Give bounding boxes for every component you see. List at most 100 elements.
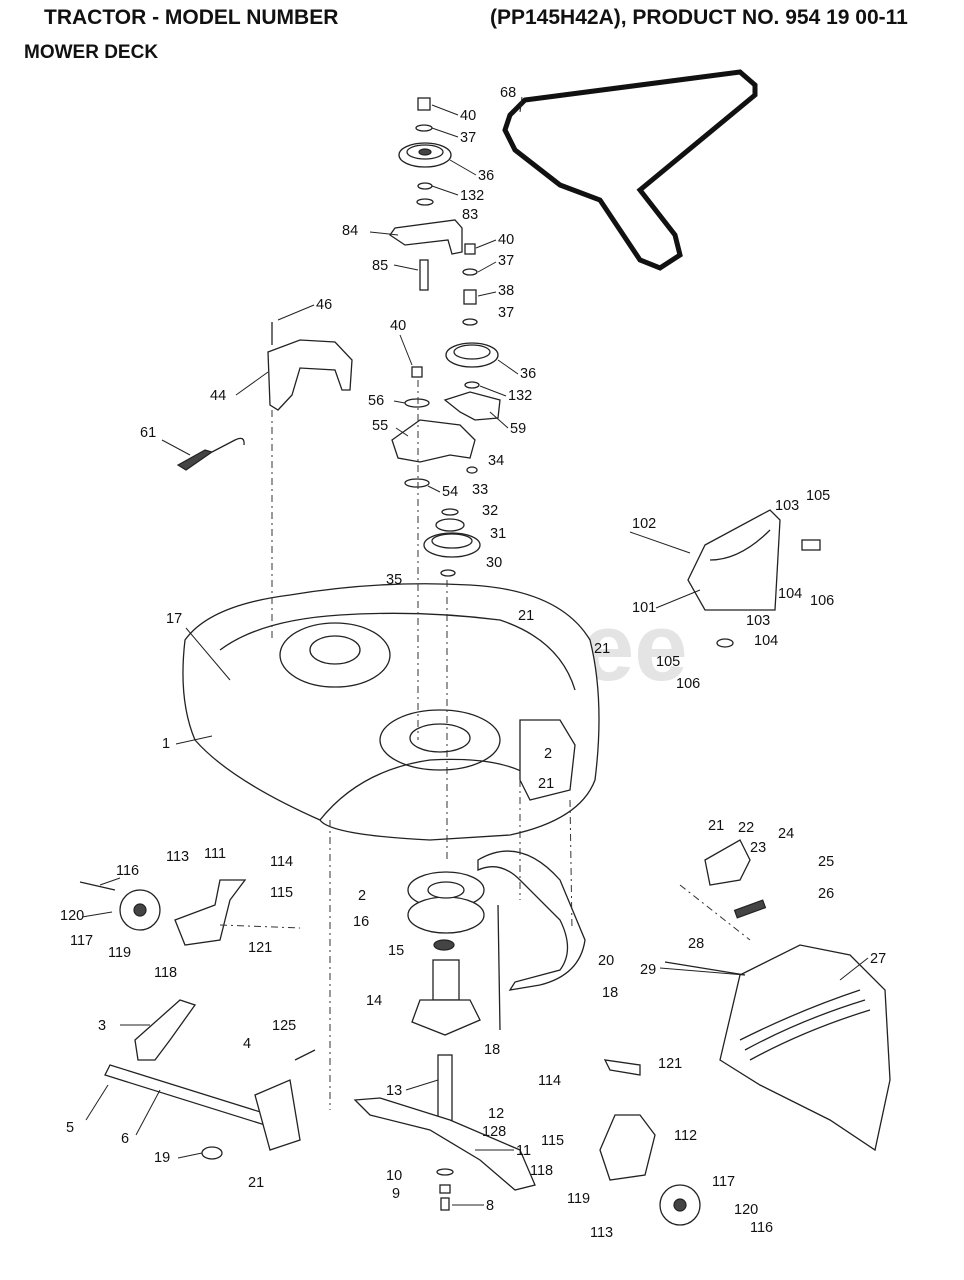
callout-21d: 21 [708, 818, 724, 834]
callout-106b: 106 [676, 676, 700, 692]
callout-10: 10 [386, 1168, 402, 1184]
section-title: MOWER DECK [24, 42, 159, 63]
deck-hanger-arms [104, 999, 316, 1160]
leader-lines [81, 96, 869, 1206]
callout-17: 17 [166, 611, 182, 627]
callout-21c: 21 [538, 776, 554, 792]
callout-132: 132 [460, 188, 484, 204]
callout-38: 38 [498, 283, 514, 299]
callout-59: 59 [510, 421, 526, 437]
callout-21e: 21 [248, 1175, 264, 1191]
callout-5: 5 [66, 1120, 74, 1136]
callout-105: 105 [806, 488, 830, 504]
callout-24: 24 [778, 826, 794, 842]
callout-121: 121 [248, 940, 272, 956]
belt-shield [267, 322, 353, 411]
right-anti-scalp-assembly [599, 1059, 701, 1226]
callout-18b: 18 [484, 1042, 500, 1058]
callout-85: 85 [372, 258, 388, 274]
callout-1: 1 [162, 736, 170, 752]
callout-117: 117 [70, 933, 93, 949]
callout-37c: 37 [498, 305, 514, 321]
callout-40: 40 [460, 108, 476, 124]
callout-36: 36 [478, 168, 494, 184]
callout-101: 101 [632, 600, 656, 616]
callout-12: 12 [488, 1106, 504, 1122]
callout-14: 14 [366, 993, 382, 1009]
callout-116: 116 [116, 863, 139, 879]
callout-9: 9 [392, 1186, 400, 1202]
callout-106: 106 [810, 593, 834, 609]
callout-26: 26 [818, 886, 834, 902]
callout-105b: 105 [656, 654, 680, 670]
callout-25: 25 [818, 854, 834, 870]
callout-21: 21 [518, 608, 534, 624]
callout-29: 29 [640, 962, 656, 978]
callout-6: 6 [121, 1131, 129, 1147]
callout-31: 31 [490, 526, 506, 542]
callout-125: 125 [272, 1018, 296, 1034]
callout-132b: 132 [508, 388, 532, 404]
callout-83: 83 [462, 207, 478, 223]
callout-15: 15 [388, 943, 404, 959]
product-number-heading: (PP145H42A), PRODUCT NO. 954 19 00-11 [490, 6, 908, 29]
idler-arm-plate [391, 366, 478, 488]
callout-61: 61 [140, 425, 156, 441]
callout-32: 32 [482, 503, 498, 519]
callout-119b: 119 [567, 1191, 590, 1207]
callout-128: 128 [482, 1124, 506, 1140]
callout-118b: 118 [530, 1163, 553, 1179]
callout-13: 13 [386, 1083, 402, 1099]
callout-33: 33 [472, 482, 488, 498]
center-spindle-pulley [423, 508, 481, 577]
grass-chute [664, 944, 891, 1152]
callout-113: 113 [166, 849, 189, 865]
callout-112: 112 [674, 1128, 697, 1144]
callout-2b: 2 [358, 888, 366, 904]
callout-2: 2 [544, 746, 552, 762]
callout-21b: 21 [594, 641, 610, 657]
callout-35: 35 [386, 572, 402, 588]
callout-120b: 120 [734, 1202, 758, 1218]
callout-84: 84 [342, 223, 358, 239]
callout-114b: 114 [538, 1073, 561, 1089]
callout-30: 30 [486, 555, 502, 571]
callout-119: 119 [108, 945, 131, 961]
callout-46: 46 [316, 297, 332, 313]
callout-102: 102 [632, 516, 656, 532]
callout-117b: 117 [712, 1174, 735, 1190]
callout-40b: 40 [498, 232, 514, 248]
callout-23: 23 [750, 840, 766, 856]
callout-37: 37 [460, 130, 476, 146]
discharge-deflector [687, 509, 821, 648]
callout-120: 120 [60, 908, 84, 924]
callout-40c: 40 [390, 318, 406, 334]
callout-20: 20 [598, 953, 614, 969]
callout-121b: 121 [658, 1056, 682, 1072]
callout-104: 104 [778, 586, 802, 602]
spring [176, 437, 245, 471]
callout-103: 103 [775, 498, 799, 514]
callout-27: 27 [870, 951, 886, 967]
model-number-heading: TRACTOR - MODEL NUMBER [44, 6, 339, 29]
callout-8: 8 [486, 1198, 494, 1214]
callout-19: 19 [154, 1150, 170, 1166]
callout-111: 111 [204, 846, 226, 862]
idler-bracket [389, 219, 463, 291]
callout-116b: 116 [750, 1220, 773, 1236]
alignment-lines [219, 380, 751, 1110]
callout-55: 55 [372, 418, 388, 434]
callout-114: 114 [270, 854, 293, 870]
callout-118: 118 [154, 965, 177, 981]
chute-bracket [704, 839, 767, 919]
callout-37b: 37 [498, 253, 514, 269]
callout-11: 11 [516, 1143, 531, 1159]
callout-22: 22 [738, 820, 754, 836]
lower-idler-pulley-stack [443, 243, 501, 421]
callout-3: 3 [98, 1018, 106, 1034]
callout-115b: 115 [541, 1133, 564, 1149]
upper-idler-pulley-stack [398, 97, 452, 206]
callout-68: 68 [500, 85, 516, 101]
